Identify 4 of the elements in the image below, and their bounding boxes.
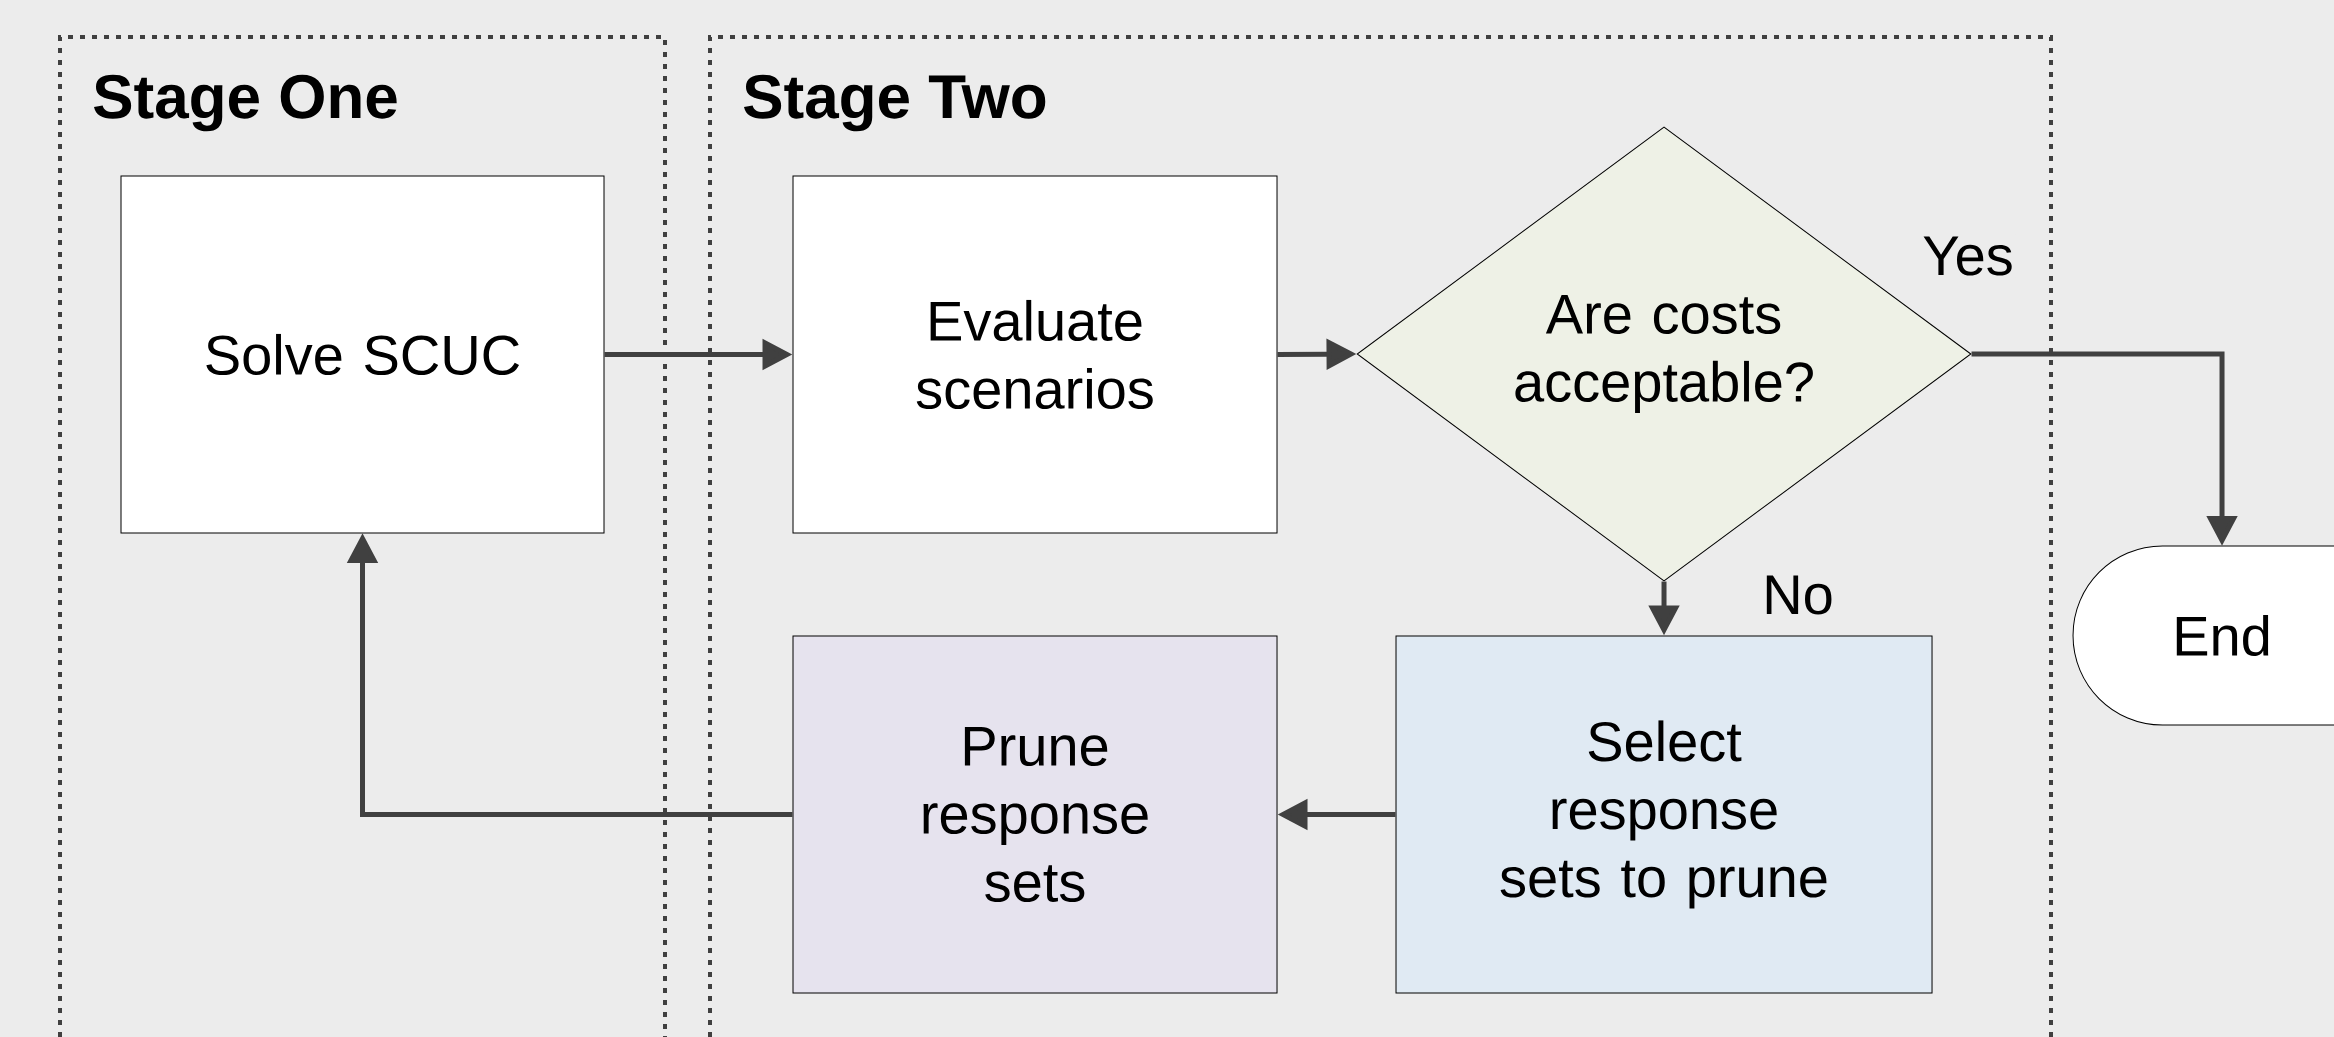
process-box: Prune response sets <box>792 635 1278 994</box>
process-box: Evaluate scenarios <box>792 175 1278 534</box>
process-box: Select response sets to prune <box>1395 635 1933 994</box>
process-box: Solve SCUC <box>120 175 605 534</box>
